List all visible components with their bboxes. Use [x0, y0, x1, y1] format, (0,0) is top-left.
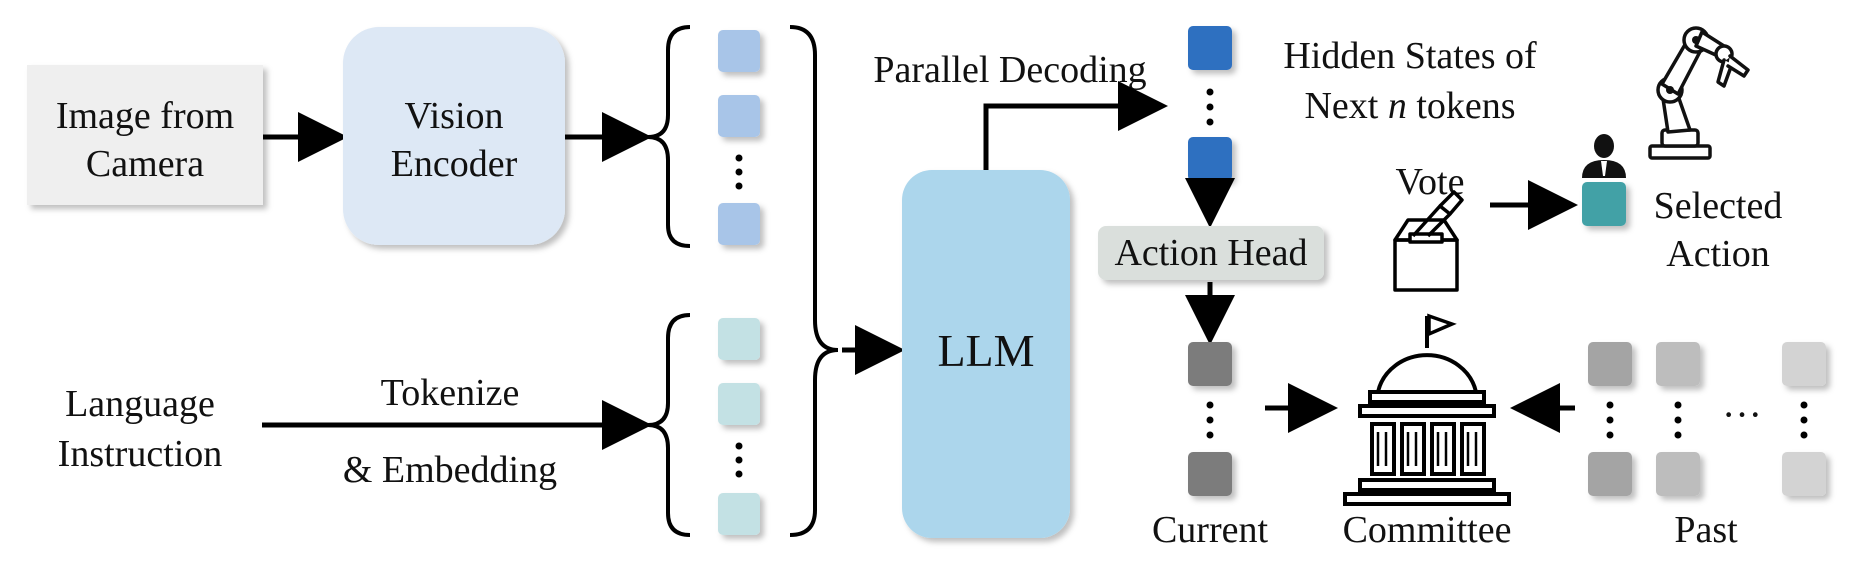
- vision-encoder-box: [343, 27, 565, 245]
- language-token-ellipsis: [735, 442, 743, 478]
- vision-token-brace: [647, 25, 691, 248]
- language-token-brace: [647, 313, 691, 537]
- vote-label: Vote: [1396, 161, 1465, 203]
- hidden-states-n-variable: n: [1388, 85, 1407, 127]
- ballot-box-icon: [1393, 190, 1464, 292]
- hidden-states-label-2-suffix: tokens: [1407, 85, 1516, 127]
- vision-token: [718, 30, 760, 72]
- hidden-states-label-2: Next n tokens: [1304, 85, 1515, 127]
- past-label: Past: [1674, 509, 1738, 551]
- action-head-box: [1098, 226, 1324, 280]
- hidden-states-label-1: Hidden States of: [1283, 35, 1537, 77]
- vision-token: [718, 203, 760, 245]
- parallel-decoding-label: Parallel Decoding: [873, 49, 1146, 91]
- hidden-state-ellipsis: [1206, 88, 1214, 126]
- past-token-ellipsis: [1800, 401, 1808, 439]
- image-input-box: [27, 65, 263, 205]
- past-token: [1782, 452, 1826, 496]
- arrow-parallel-decoding: [983, 81, 1168, 170]
- combine-brace: [789, 25, 839, 537]
- vision-encoder-label-2: Encoder: [391, 143, 518, 185]
- current-token: [1188, 342, 1232, 386]
- language-token: [718, 493, 760, 535]
- tokenize-label-1: Tokenize: [381, 372, 520, 414]
- committee-building-icon: [1343, 313, 1511, 506]
- selected-action-token: [1582, 182, 1626, 226]
- hidden-states-label-2-prefix: Next: [1304, 85, 1387, 127]
- past-token: [1588, 452, 1632, 496]
- past-token-ellipsis: [1606, 401, 1614, 439]
- past-token: [1588, 342, 1632, 386]
- language-token: [718, 383, 760, 425]
- current-token-ellipsis: [1206, 401, 1214, 439]
- selected-action-label-2: Action: [1666, 233, 1769, 275]
- llm-label: LLM: [937, 325, 1034, 376]
- llm-box: [902, 170, 1070, 538]
- vision-token-ellipsis: [735, 154, 743, 190]
- selected-action-label-1: Selected: [1654, 185, 1783, 227]
- past-token-ellipsis: [1674, 401, 1682, 439]
- hidden-state-token: [1188, 26, 1232, 70]
- current-token: [1188, 452, 1232, 496]
- image-input-label-1: Image from: [56, 95, 234, 137]
- committee-label: Committee: [1343, 509, 1512, 551]
- language-input-label-2: Instruction: [58, 433, 223, 475]
- tokenize-label-2: & Embedding: [343, 449, 557, 491]
- language-token: [718, 318, 760, 360]
- vision-encoder-label-1: Vision: [404, 95, 503, 137]
- past-token: [1782, 342, 1826, 386]
- image-input-label-2: Camera: [86, 143, 204, 185]
- robot-arm-icon: [1648, 26, 1750, 160]
- past-token: [1656, 452, 1700, 496]
- current-label: Current: [1152, 509, 1269, 551]
- person-icon: [1582, 134, 1626, 178]
- language-input-label-1: Language: [65, 383, 215, 425]
- vision-token: [718, 95, 760, 137]
- past-columns-ellipsis: ···: [1722, 392, 1762, 437]
- past-token: [1656, 342, 1700, 386]
- hidden-state-token: [1188, 137, 1232, 181]
- action-head-label: Action Head: [1114, 232, 1307, 274]
